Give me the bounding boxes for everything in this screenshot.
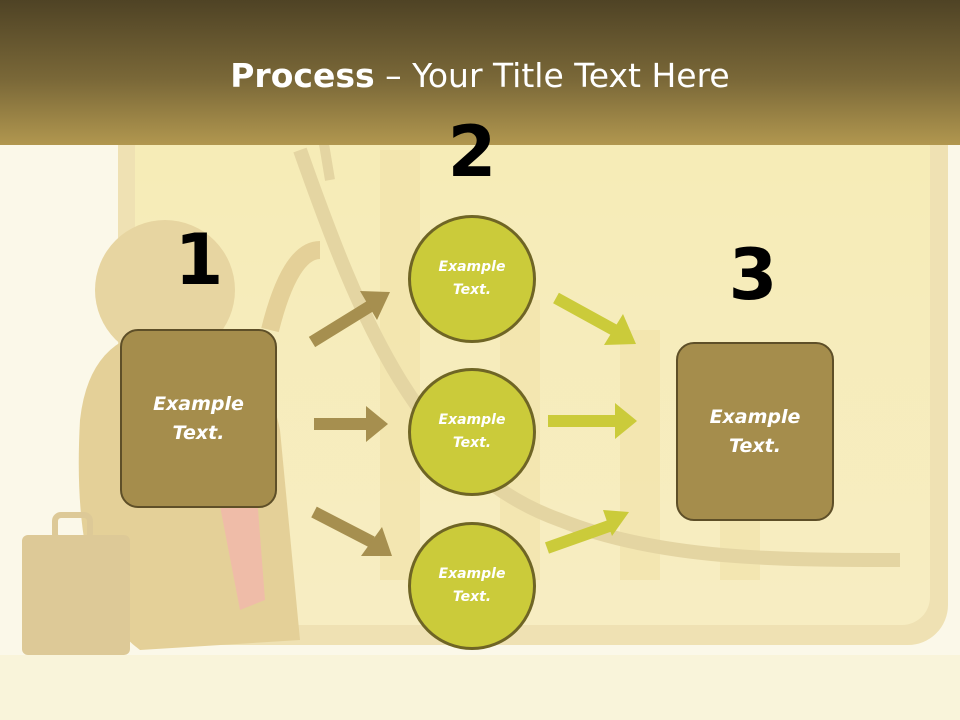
figure-head — [95, 220, 235, 360]
step3-box: Example Text. — [676, 342, 834, 521]
step-number-2: 2 — [447, 111, 497, 193]
step2-circle-top: Example Text. — [408, 215, 536, 343]
step2-circle-middle: Example Text. — [408, 368, 536, 496]
arrow-bottom-to-step3 — [544, 510, 629, 554]
title-rest: – Your Title Text Here — [374, 56, 730, 95]
briefcase-handle — [52, 512, 93, 543]
step3-text: Example Text. — [709, 405, 801, 457]
step2-circle-text: Example Text. — [438, 412, 506, 451]
arrow-step1-to-top — [308, 291, 390, 348]
board-curve — [293, 147, 901, 567]
title-bar — [0, 0, 960, 145]
step2-circle-text: Example Text. — [438, 566, 506, 605]
step1-box: Example Text. — [120, 329, 277, 508]
figure-arm — [261, 241, 322, 333]
floor — [0, 655, 960, 720]
step-number-3: 3 — [728, 234, 778, 316]
arrow-step1-to-bottom — [311, 506, 392, 556]
step2-circle-bottom: Example Text. — [408, 522, 536, 650]
step2-circle-text: Example Text. — [438, 259, 506, 298]
arrow-top-to-step3 — [553, 292, 636, 345]
step1-text: Example Text. — [153, 392, 244, 444]
step-number-1: 1 — [174, 219, 224, 301]
slide-title: Process – Your Title Text Here — [0, 56, 960, 96]
arrow-step1-to-middle — [314, 406, 388, 442]
title-bold: Process — [230, 56, 375, 95]
briefcase — [22, 535, 130, 655]
arrow-middle-to-step3 — [548, 403, 637, 439]
